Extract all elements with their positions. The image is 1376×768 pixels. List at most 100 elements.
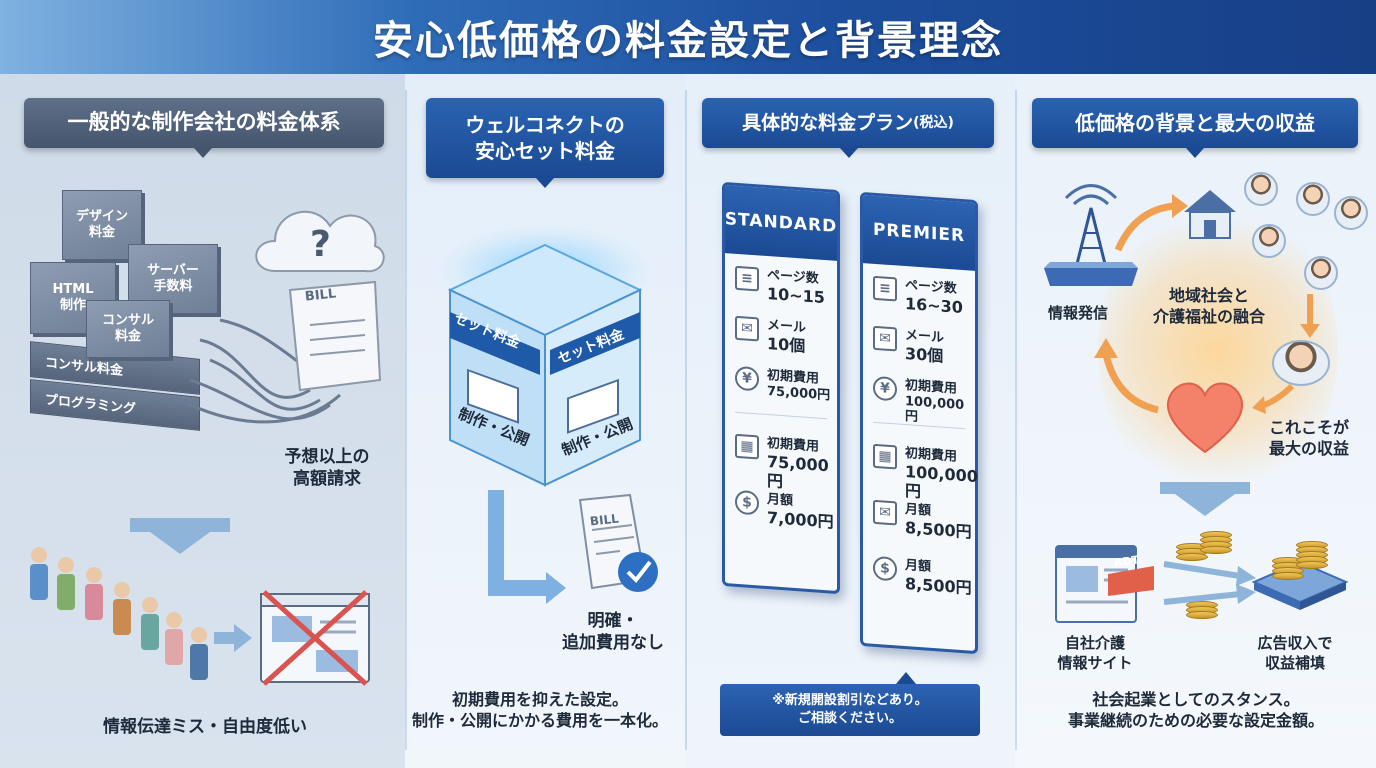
elder-avatar-1 [1244, 172, 1278, 206]
mail-icon: ✉ [873, 325, 897, 352]
col3-heading: 具体的な料金プラン(税込) [702, 98, 994, 148]
col2-bottom-caption: 初期費用を抑えた設定。 制作・公開にかかる費用を一本化。 [390, 690, 690, 732]
note-line1: ※新規開設割引などあり。 [772, 693, 928, 709]
coin-stack-2 [1200, 531, 1232, 554]
standard-monthly-value: 7,000円 [767, 507, 834, 532]
premier-monthly2-value: 8,500円 [905, 573, 972, 598]
coin-stack-4 [1272, 557, 1304, 580]
col1-heading: 一般的な制作会社の料金体系 [24, 98, 384, 148]
slab-programming-label: プログラミング [45, 392, 137, 417]
premier-pages-value: 16~30 [905, 293, 963, 317]
heart-icon [1166, 382, 1244, 454]
broken-website-icon [260, 590, 370, 686]
elder-avatar-2 [1296, 182, 1330, 216]
premier-monthly-value: 8,500円 [905, 517, 972, 542]
discount-note: ※新規開設割引などあり。 ご相談ください。 [720, 684, 980, 736]
care-site-caption: 自社介護 情報サイト [1040, 634, 1150, 673]
col1-bottom-caption: 情報伝達ミス・自由度低い [103, 717, 307, 737]
info-label: 情報発信 [1048, 304, 1109, 322]
col3-heading-tail [840, 148, 858, 158]
people-queue-icon [30, 547, 208, 680]
page-header: 安心低価格の料金設定と背景理念 [0, 0, 1376, 74]
right-arrow-bar [214, 632, 234, 644]
money-bag-icon: ¥ [735, 365, 759, 392]
care-site-line1: 自社介護 [1064, 634, 1125, 652]
l-arrow-horizontal [488, 580, 548, 596]
l-arrow-vertical [488, 490, 504, 594]
coin-icon: $ [873, 555, 897, 582]
standard-init-value: 75,000円 [767, 383, 831, 404]
care-site-line2: 情報サイト [1057, 653, 1133, 672]
col2-bottom-line1: 初期費用を抑えた設定。 [451, 690, 628, 709]
mail-icon: ✉ [873, 499, 897, 526]
down-arrow-bar [130, 518, 230, 532]
bill-text-1: BILL [304, 286, 337, 305]
calculator-icon: ▦ [873, 443, 897, 470]
wires-to-bill [179, 280, 382, 424]
mail-icon: ✉ [735, 315, 759, 342]
high-bill-line1: 予想以上の [284, 447, 370, 467]
down-arrow-head [150, 532, 210, 554]
clear-line2: 追加費用なし [562, 633, 664, 654]
standard-divider [735, 411, 827, 420]
col2-heading: ウェルコネクトの 安心セット料金 [426, 98, 664, 178]
premier-mail-value: 30個 [905, 343, 944, 366]
cloud-icon [255, 210, 385, 273]
caregiver-avatar-1 [1252, 224, 1286, 258]
bill-check-icon [578, 493, 658, 592]
ad-revenue-caption: 広告収入で 収益補填 [1240, 634, 1350, 673]
standard-init2-value: 75,000円 [767, 451, 829, 491]
community-caption: 地域社会と 介護福祉の融合 [1134, 286, 1284, 328]
divider-2 [685, 90, 687, 750]
coins-flow-arrows [1163, 561, 1256, 605]
profit-caption: これこそが 最大の収益 [1254, 418, 1364, 460]
col2-bottom-line2: 制作・公開にかかる費用を一本化。 [411, 710, 668, 730]
coin-stack-5 [1296, 541, 1328, 569]
elder-avatar-3 [1334, 196, 1368, 230]
high-bill-caption: 予想以上の 高額請求 [262, 446, 392, 490]
col3-heading-text: 具体的な料金プラン [742, 111, 914, 134]
money-bag-icon: ¥ [873, 375, 897, 402]
house-icon [1184, 190, 1236, 239]
ad-revenue-line1: 広告収入で [1257, 634, 1333, 652]
profit-line2: 最大の収益 [1268, 438, 1349, 458]
col1-heading-text: 一般的な制作会社の料金体系 [67, 110, 341, 135]
document-icon: ≡ [873, 275, 897, 302]
page-title: 安心低価格の料金設定と背景理念 [373, 18, 1003, 64]
community-line1: 地域社会と [1168, 286, 1249, 305]
arrow-loop-left [1094, 338, 1159, 414]
note-line2: ご相談ください。 [797, 711, 902, 726]
box-html: HTML 制作 [30, 262, 116, 334]
ad-revenue-line2: 収益補填 [1264, 653, 1325, 672]
col4-down-arrow-bar [1160, 482, 1250, 494]
profit-line1: これこそが [1268, 418, 1349, 437]
right-arrow-head [234, 624, 252, 652]
clear-line1: 明確・ [587, 611, 639, 631]
document-icon: ≡ [735, 265, 759, 292]
divider-3 [1015, 90, 1017, 750]
col4-bottom-line1: 社会起業としてのスタンス。 [1092, 690, 1300, 709]
question-mark: ? [310, 224, 331, 265]
plan-premier-name: PREMIER [863, 195, 975, 271]
box-design-label: デザイン 料金 [75, 208, 128, 240]
col4-bottom-line2: 事業継続のための必要な設定金額。 [1067, 710, 1324, 730]
care-site-icon [1055, 545, 1154, 623]
bill-text-2: BILL [589, 511, 620, 529]
clear-caption: 明確・ 追加費用なし [548, 610, 678, 654]
plan-standard-name: STANDARD [725, 185, 837, 261]
col4-bottom-caption: 社会起業としてのスタンス。 事業継続のための必要な設定金額。 [1026, 690, 1366, 732]
high-bill-line2: 高額請求 [293, 469, 361, 490]
calculator-icon: ▦ [735, 433, 759, 460]
arrow-to-house [1114, 194, 1188, 252]
caregiver-avatar-2 [1304, 256, 1338, 290]
box-consult: コンサル 料金 [86, 300, 170, 358]
box-consult-label: コンサル 料金 [101, 312, 154, 344]
